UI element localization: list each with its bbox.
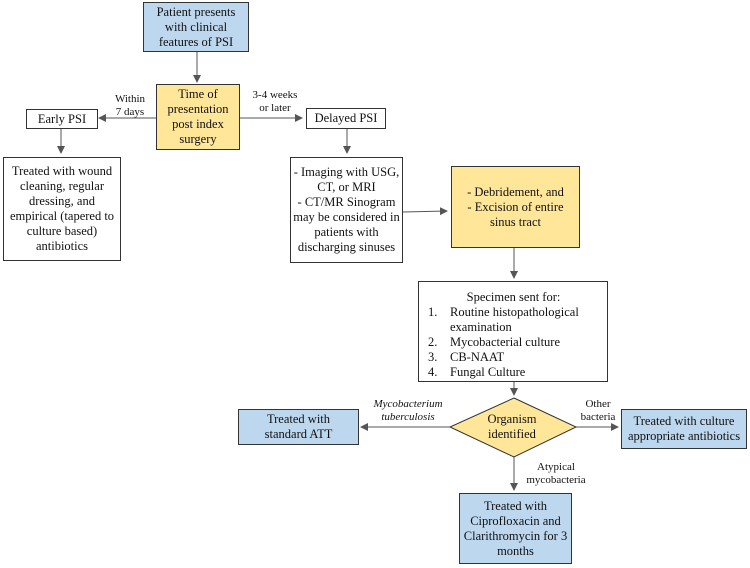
debridement-box: - Debridement, and - Excision of entire … [451,166,580,248]
specimen-item: 3.CB-NAAT [428,350,505,364]
cipro-treatment-box: Treated with Ciprofloxacin and Clarithro… [459,493,572,564]
specimen-item: 2.Mycobacterial culture [428,335,561,349]
atypical-mycobacteria-label: Atypical mycobacteria [526,461,586,486]
early-treatment-box: Treated with wound cleaning, regular dre… [3,157,121,261]
weeks-later-label: 3-4 weeks or later [252,89,298,114]
specimen-item: 1.Routine histopathological examination [428,305,579,334]
mtb-label: Mycobacterium tuberculosis [373,398,443,423]
culture-antibiotics-box: Treated with culture appropriate antibio… [621,409,747,449]
specimen-list: 1.Routine histopathological examination … [428,305,599,380]
start-box: Patient presents with clinical features … [143,2,249,52]
imaging-box: - Imaging with USG, CT, or MRI - CT/MR S… [290,157,403,263]
specimen-box: Specimen sent for: 1.Routine histopathol… [418,281,608,382]
within-7-days-label: Within 7 days [114,93,146,118]
delayed-psi-box: Delayed PSI [306,108,386,129]
time-post-surgery-box: Time of presentation post index surgery [156,84,240,150]
specimen-item: 4.Fungal Culture [428,365,526,379]
att-treatment-box: Treated with standard ATT [238,409,359,445]
other-bacteria-label: Other bacteria [580,398,616,423]
arrow-imaging-to-debridement [402,207,448,216]
decision-diamond [448,397,578,458]
organism-identified-label: Organism identified [487,412,537,441]
early-psi-box: Early PSI [26,109,98,129]
specimen-title: Specimen sent for: [466,290,561,304]
